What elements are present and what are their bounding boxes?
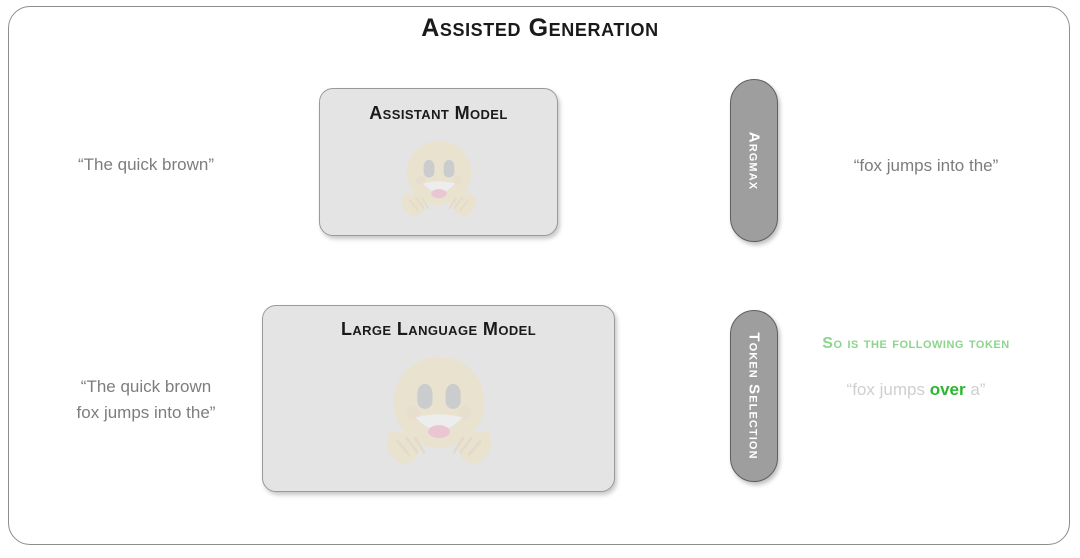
token-selection-label: Token Selection (745, 332, 763, 460)
hugging-face-emoji (374, 346, 504, 476)
assistant-model-title: Assistant Model (369, 103, 508, 123)
llm-input-text: “The quick brown fox jumps into the” (20, 374, 272, 426)
argmax-pill: Argmax (730, 79, 778, 242)
token-selection-result: So is the following token “fox jumps ove… (790, 335, 1042, 400)
result-highlighted-token: over (929, 380, 966, 399)
page-title: Assisted Generation (421, 14, 659, 42)
argmax-label: Argmax (745, 131, 763, 190)
result-sentence: “fox jumps over a” (790, 380, 1042, 400)
assistant-output-text: “fox jumps into the” (853, 156, 999, 175)
llm-input-line-1: “The quick brown (80, 377, 212, 396)
result-suffix: a” (965, 380, 986, 399)
result-prefix: “fox jumps (846, 380, 930, 399)
result-caption: So is the following token (822, 335, 1010, 352)
hugging-face-emoji (393, 133, 485, 225)
assistant-model-box: Assistant Model (319, 88, 558, 236)
large-language-model-box: Large Language Model (262, 305, 615, 492)
llm-input-line-2: fox jumps into the” (76, 403, 216, 422)
assistant-input-text: “The quick brown” (77, 155, 215, 174)
token-selection-pill: Token Selection (730, 310, 778, 482)
large-language-model-title: Large Language Model (340, 319, 537, 339)
